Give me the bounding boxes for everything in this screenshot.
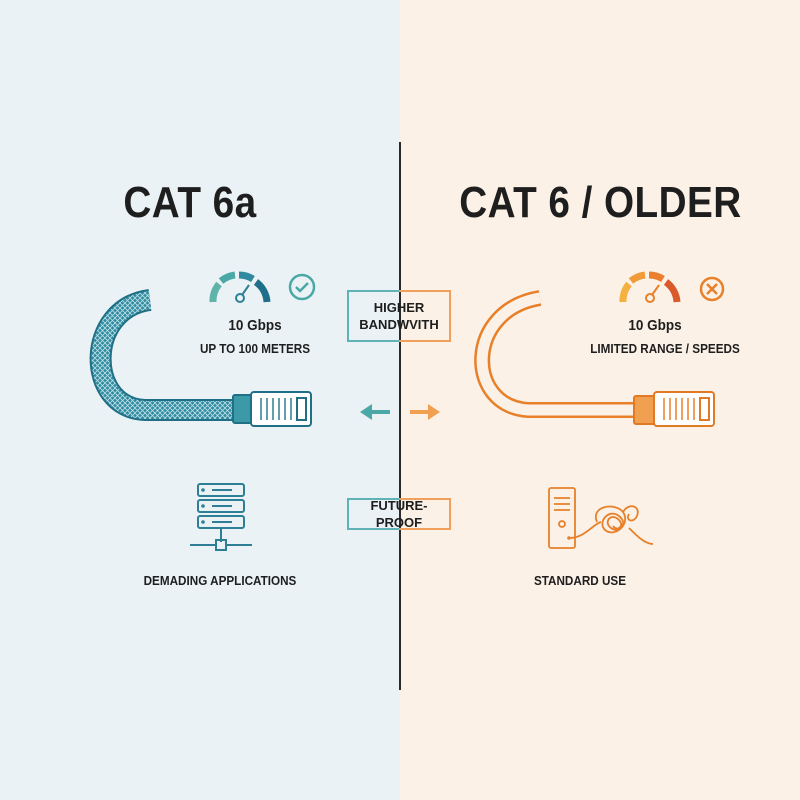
right-panel: [400, 0, 800, 800]
cat6-older-title: CAT 6 / OLDER: [459, 178, 742, 227]
center-divider: [399, 142, 401, 690]
cat6-range: LIMITED RANGE / SPEEDS: [590, 341, 740, 356]
speed-gauge-icon: [209, 271, 271, 303]
check-circle-icon: [288, 273, 316, 301]
arrow-right-icon: [410, 404, 440, 420]
desktop-tower-tangled-cable-icon: [548, 487, 654, 549]
server-rack-icon: [190, 483, 252, 551]
cat6-speed: 10 Gbps: [628, 317, 682, 334]
cat6a-range: UP TO 100 METERS: [199, 341, 311, 356]
speed-gauge-icon: [619, 271, 681, 303]
cat6a-title: CAT 6a: [123, 178, 257, 227]
cat6a-speed: 10 Gbps: [228, 317, 282, 334]
arrow-left-icon: [360, 404, 390, 420]
higher-bandwidth-box: HIGHER BANDWVITH: [347, 290, 451, 342]
cat6-cable-icon: [474, 290, 715, 427]
cat6a-use-case: DEMADING APPLICATIONS: [143, 573, 297, 588]
cat6a-cable-icon: [89, 289, 312, 427]
x-circle-icon: [699, 276, 725, 302]
future-proof-label: FUTURE-PROOF: [370, 498, 428, 530]
higher-bandwidth-label: HIGHER BANDWVITH: [359, 300, 439, 332]
cat6-use-case: STANDARD USE: [533, 573, 627, 588]
future-proof-box: FUTURE-PROOF: [347, 498, 451, 530]
